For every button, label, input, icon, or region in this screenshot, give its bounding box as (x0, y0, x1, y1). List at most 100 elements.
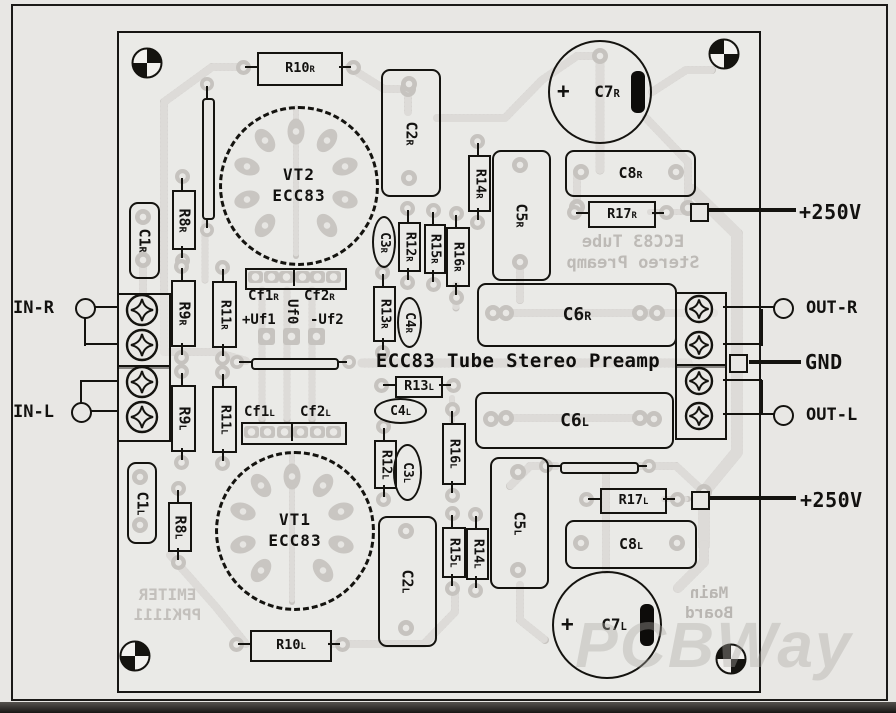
component-R9L: R9L (171, 385, 196, 452)
uf-square-pad (258, 328, 275, 345)
uf-square-pad (283, 328, 300, 345)
component-lead (177, 490, 179, 502)
component-lead (339, 66, 351, 68)
component-label: C5R (512, 203, 531, 228)
component-label: R10R (285, 60, 315, 77)
component-label: C7L (601, 615, 627, 634)
solder-pad (444, 505, 460, 521)
fiducial-icon (715, 643, 747, 675)
solder-pad (401, 170, 417, 186)
connection-wire (723, 413, 774, 415)
padstrip-label: Cf2R (304, 288, 335, 304)
component-C6R: C6R (477, 283, 677, 347)
component-lead (221, 344, 224, 356)
component-label: R13R (377, 299, 394, 329)
component-lead (474, 516, 477, 528)
padstrip-label: Cf2L (300, 404, 331, 420)
solder-pad (375, 264, 390, 280)
solder-pad (448, 289, 464, 305)
component-label: R14L (470, 539, 487, 569)
component-label: C3L (399, 462, 415, 483)
component-C5R: C5R (492, 150, 551, 281)
connection-wire (80, 382, 82, 404)
component-lead (652, 211, 664, 214)
solder-pad (174, 349, 189, 365)
component-R10L: R10L (250, 630, 332, 662)
component-R14L: R14L (466, 528, 489, 580)
component-label: R15R (427, 234, 444, 264)
component-R11L: R11L (212, 386, 237, 453)
component-label: R13L (404, 378, 434, 395)
photo-edge-strip (0, 702, 896, 713)
solder-pad (174, 454, 189, 470)
component-lead (180, 343, 183, 355)
component-label: C8L (618, 535, 643, 553)
component-R14R: R14R (468, 155, 491, 212)
component-label: R12L (378, 449, 395, 480)
solder-pad (134, 209, 151, 225)
terminal-pad-in-r (75, 298, 96, 319)
component-label: C4R (401, 312, 417, 333)
copper-trace (160, 63, 247, 239)
solder-pad (573, 163, 589, 180)
connection-wire (93, 306, 117, 308)
component-lead (382, 428, 385, 440)
solder-pad (215, 455, 230, 471)
cap-polarity-stripe (631, 71, 646, 113)
label-in-l: IN-L (13, 402, 54, 422)
component-R16L: R16L (442, 423, 466, 485)
component-label: R10L (276, 637, 306, 654)
strip-pad (309, 425, 325, 438)
component-R13R: R13R (373, 286, 396, 342)
component-lead (181, 246, 183, 258)
solder-pad (444, 401, 460, 417)
jumper-pad (199, 223, 214, 237)
component-label: R16L (446, 439, 463, 469)
component-lead (451, 515, 453, 527)
connection-wire (761, 380, 763, 413)
solder-pad (646, 410, 662, 427)
component-R9R: R9R (171, 280, 196, 347)
component-lead (181, 178, 183, 190)
component-label: C2R (402, 120, 421, 146)
solder-pad (573, 534, 589, 551)
component-C1L: C1L (127, 462, 157, 544)
component-R15L: R15L (442, 527, 466, 578)
terminal-pad-plus250-bottom (691, 491, 710, 510)
solder-pad (511, 254, 528, 270)
cap-polarity-stripe (640, 604, 654, 646)
copper-trace (516, 581, 549, 644)
solder-pad (669, 491, 685, 507)
solder-pad (485, 305, 501, 321)
fiducial-icon (131, 47, 163, 79)
solder-pad (468, 506, 483, 522)
page-border (11, 4, 888, 701)
copper-trace (648, 66, 716, 96)
component-lead (476, 208, 479, 220)
strip-pad (263, 271, 279, 283)
solder-pad (215, 364, 230, 380)
component-R15R: R15R (424, 224, 446, 274)
solder-pad (425, 276, 441, 292)
strip-pad (260, 425, 276, 438)
copper-trace (673, 540, 709, 593)
component-lead (439, 384, 451, 386)
copper-trace (328, 584, 459, 648)
component-lead (455, 283, 457, 295)
solder-pad (483, 410, 499, 427)
solder-pad (134, 252, 151, 268)
component-lead (383, 384, 395, 386)
component-R8R: R8R (172, 190, 196, 250)
component-label: R8L (171, 514, 190, 540)
component-lead (406, 210, 409, 222)
component-label: R11R (217, 299, 234, 330)
component-lead (381, 338, 384, 350)
strip-pad (244, 425, 259, 438)
tube-label: ECC83 (272, 186, 326, 205)
component-C8R: C8R (565, 150, 696, 197)
board-title: ECC83 Tube Stereo Preamp (375, 350, 661, 372)
connection-wire (90, 410, 117, 412)
terminal-pad-out-l (773, 405, 794, 426)
connection-wire (709, 496, 796, 500)
component-C3L: C3L (393, 444, 422, 501)
